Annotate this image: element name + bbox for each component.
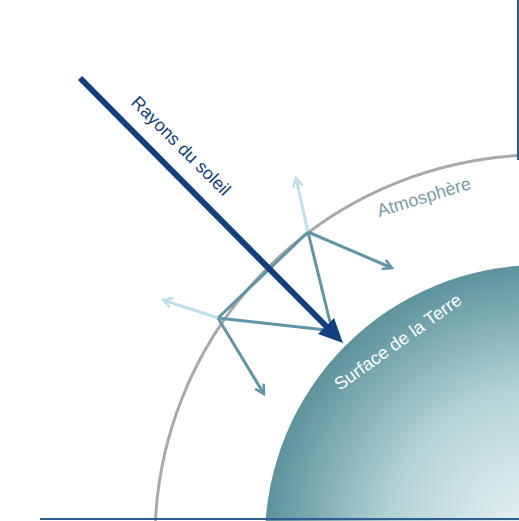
frame-line (517, 0, 519, 160)
scattered-ray (218, 318, 264, 394)
sun-ray (80, 78, 328, 328)
sun-ray-head (318, 318, 343, 343)
scattered-ray (163, 300, 218, 318)
scattered-ray (218, 318, 326, 330)
scattered-ray (218, 232, 308, 318)
scattered-ray (296, 178, 308, 232)
frame-line (40, 518, 519, 520)
atmosphere-label: Atmosphère (375, 173, 474, 221)
scattered-ray (308, 232, 392, 268)
